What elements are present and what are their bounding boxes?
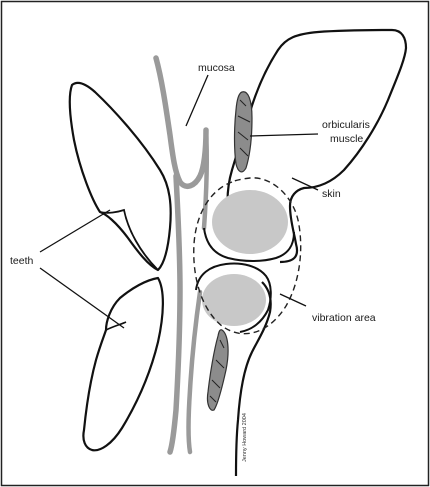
label-mucosa: mucosa: [198, 62, 235, 74]
vibration-area-leader: [280, 294, 306, 306]
teeth-leader-lower: [40, 268, 124, 328]
label-teeth: teeth: [10, 255, 34, 267]
teeth-leader-upper: [40, 210, 110, 252]
label-orbicularis-line1: orbicularis: [322, 119, 370, 131]
upper-tooth: [70, 83, 171, 270]
mucosa-tissue-lower: [189, 292, 201, 452]
label-orbicularis-line2: muscle: [330, 133, 363, 145]
upper-lip-vibrating-tissue: [212, 190, 288, 254]
label-skin: skin: [322, 188, 341, 200]
mucosa-leader: [186, 75, 208, 126]
mucosa-upper: [156, 58, 206, 186]
orbicularis-leader: [250, 134, 318, 136]
label-vibration-area: vibration area: [312, 312, 376, 324]
orbicularis-muscle-lower: [207, 330, 228, 411]
lower-tooth: [83, 278, 162, 450]
artist-credit: Jenny Howard 2004: [242, 413, 248, 462]
mucosa-tissue-upper: [204, 130, 207, 228]
lower-lip-vibrating-tissue: [202, 274, 266, 326]
